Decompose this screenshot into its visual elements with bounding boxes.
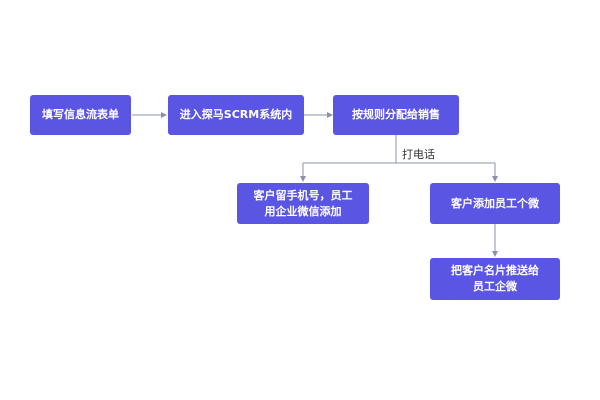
- node-enter-scrm: 进入探马SCRM系统内: [168, 95, 304, 135]
- node-push-card: 把客户名片推送给 员工企微: [430, 258, 560, 300]
- node-assign-sales: 按规则分配给销售: [333, 95, 459, 135]
- edge-label-call: 打电话: [402, 148, 435, 161]
- node-leave-phone: 客户留手机号，员工 用企业微信添加: [237, 183, 369, 224]
- node-add-wechat: 客户添加员工个微: [430, 183, 560, 224]
- node-fill-form: 填写信息流表单: [30, 95, 131, 135]
